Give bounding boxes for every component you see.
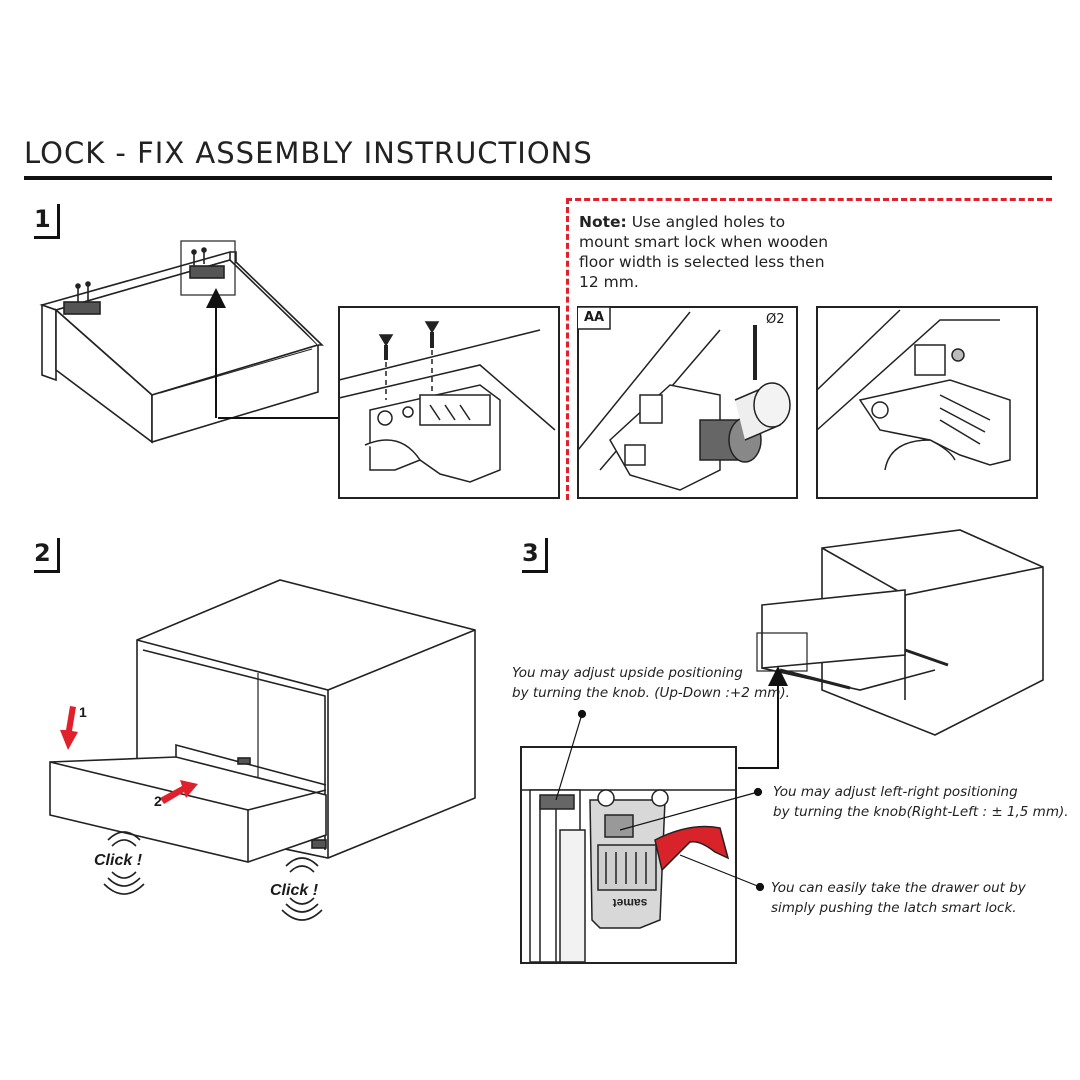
upside-line-1: You may adjust upside positioning	[512, 665, 743, 681]
takeout-note: You can easily take the drawer out by si…	[771, 878, 1026, 918]
upside-adjust-note: You may adjust upside positioning by tur…	[512, 663, 790, 703]
takeout-line-1: You can easily take the drawer out by	[771, 880, 1026, 896]
push-arrow-icon	[160, 780, 198, 804]
brand-label: samet	[613, 896, 648, 910]
latch-detail-panel: samet	[520, 746, 737, 964]
leftright-adjust-note: You may adjust left-right positioning by…	[773, 782, 1069, 822]
arrow-label-2: 2	[154, 793, 162, 809]
note-text: Note: Use angled holes to mount smart lo…	[579, 212, 829, 292]
angled-hole-detail-panel	[577, 306, 798, 499]
cabinet-latch-drawing	[761, 529, 1044, 736]
down-arrow-icon	[60, 706, 78, 750]
step-number-3: 3	[522, 538, 548, 573]
note-body: Use angled holes to mount smart lock whe…	[579, 213, 829, 291]
cabinet-insert-drawing	[49, 579, 476, 863]
note-dashed-border-top	[566, 198, 1052, 201]
drill-size-label: Ø2	[766, 312, 785, 327]
latch-lever	[654, 825, 730, 872]
detail-label-aa: AA	[584, 310, 605, 325]
angled-mount-result-panel	[816, 306, 1038, 499]
leftright-line-2: by turning the knob(Right-Left : ± 1,5 m…	[773, 804, 1069, 820]
takeout-line-2: simply pushing the latch smart lock.	[771, 900, 1017, 916]
lock-mount-detail-panel	[338, 306, 560, 499]
title-rule	[24, 176, 1052, 180]
step-number-2: 2	[34, 538, 60, 573]
arrow-label-1: 1	[79, 704, 87, 720]
click-sound-icon	[103, 831, 323, 921]
upside-line-2: by turning the knob. (Up-Down :+2 mm).	[512, 685, 790, 701]
step-number-1: 1	[34, 204, 60, 239]
leftright-line-1: You may adjust left-right positioning	[773, 784, 1018, 800]
note-dashed-border-left	[566, 198, 569, 500]
click-label-right: Click !	[270, 882, 319, 899]
drawer-overview-drawing	[39, 247, 324, 444]
page-title: LOCK - FIX ASSEMBLY INSTRUCTIONS	[24, 136, 593, 170]
note-label: Note:	[579, 213, 627, 231]
click-label-left: Click !	[94, 852, 143, 869]
callout-leaders	[555, 709, 765, 892]
